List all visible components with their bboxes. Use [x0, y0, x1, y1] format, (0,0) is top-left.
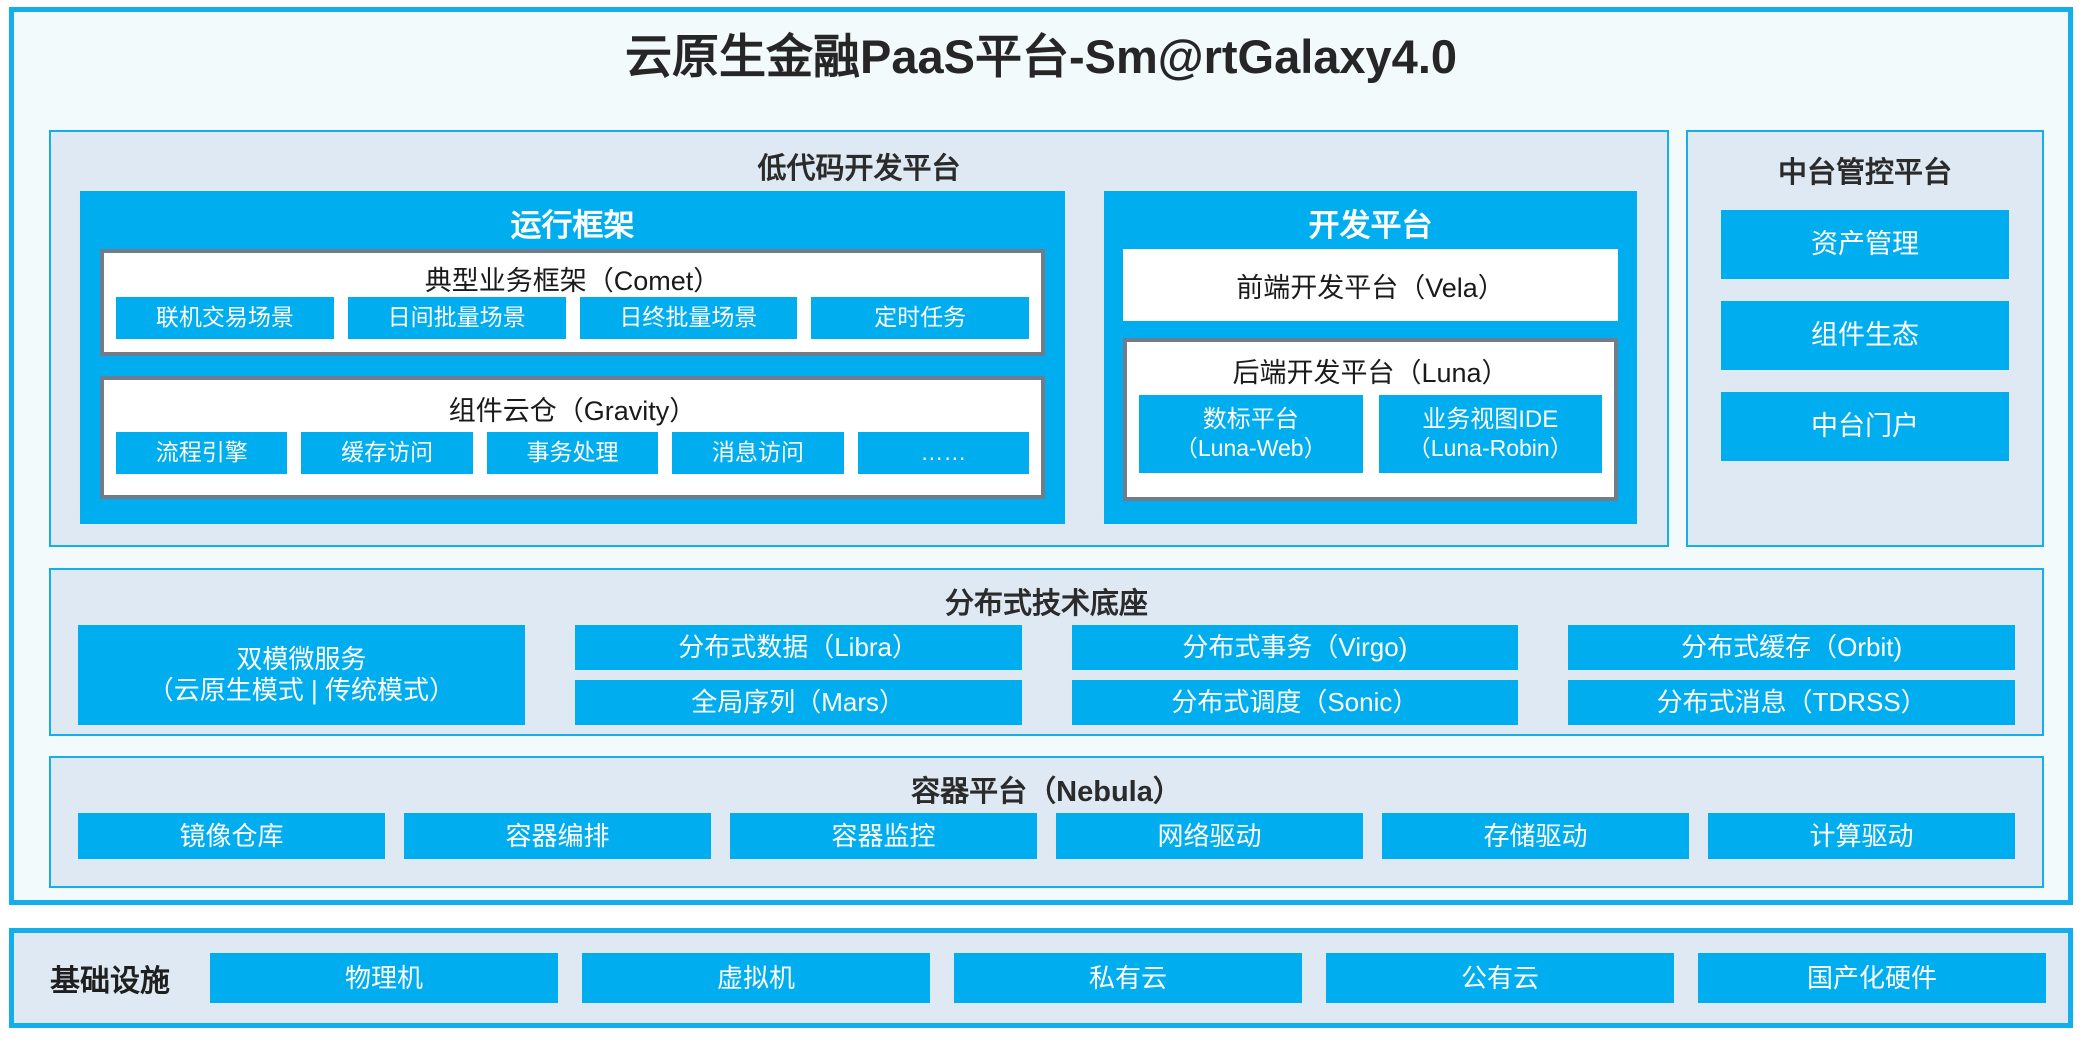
container-platform-panel: 容器平台（Nebula） 镜像仓库 容器编排 容器监控 网络驱动 存储驱动 计算…	[49, 756, 2044, 888]
infrastructure-item[interactable]: 私有云	[954, 953, 1302, 1003]
gravity-item[interactable]: 消息访问	[672, 432, 844, 474]
platform-card: 云原生金融PaaS平台-Sm@rtGalaxy4.0 低代码开发平台 运行框架 …	[9, 7, 2073, 905]
luna-title: 后端开发平台（Luna）	[1232, 358, 1509, 388]
lowcode-platform-panel: 低代码开发平台 运行框架 典型业务框架（Comet） 联机交易场景 日间批量场景…	[49, 130, 1669, 547]
dtb-item-libra[interactable]: 分布式数据（Libra）	[574, 625, 1022, 670]
comet-group: 典型业务框架（Comet） 联机交易场景 日间批量场景 日终批量场景 定时任务	[100, 249, 1045, 356]
luna-item-web[interactable]: 数标平台 （Luna-Web）	[1139, 395, 1363, 473]
gravity-item[interactable]: 流程引擎	[116, 432, 288, 474]
comet-item[interactable]: 联机交易场景	[116, 297, 334, 339]
dtb-item-tdrss[interactable]: 分布式消息（TDRSS）	[1568, 680, 2015, 725]
runtime-framework-box: 运行框架 典型业务框架（Comet） 联机交易场景 日间批量场景 日终批量场景 …	[80, 191, 1065, 524]
gravity-item[interactable]: 缓存访问	[301, 432, 473, 474]
gravity-group: 组件云仓（Gravity） 流程引擎 缓存访问 事务处理 消息访问 ……	[100, 376, 1045, 499]
infrastructure-panel: 基础设施 物理机 虚拟机 私有云 公有云 国产化硬件	[9, 928, 2073, 1028]
dtb-item-sonic[interactable]: 分布式调度（Sonic）	[1071, 680, 1519, 725]
comet-item-row: 联机交易场景 日间批量场景 日终批量场景 定时任务	[116, 297, 1029, 339]
mid-office-item[interactable]: 组件生态	[1721, 301, 2009, 370]
infrastructure-item-row: 物理机 虚拟机 私有云 公有云 国产化硬件	[210, 953, 2046, 1003]
dtb-column-microservice: 双模微服务 （云原生模式 | 传统模式）	[78, 625, 525, 725]
comet-item[interactable]: 定时任务	[811, 297, 1029, 339]
comet-title: 典型业务框架（Comet）	[424, 266, 721, 296]
container-item[interactable]: 网络驱动	[1056, 813, 1363, 859]
container-platform-item-row: 镜像仓库 容器编排 容器监控 网络驱动 存储驱动 计算驱动	[78, 813, 2015, 859]
dtb-column-data: 分布式数据（Libra） 全局序列（Mars）	[574, 625, 1022, 725]
vela-frontend-platform[interactable]: 前端开发平台（Vela）	[1123, 249, 1618, 321]
dtb-item-orbit[interactable]: 分布式缓存（Orbit)	[1568, 625, 2015, 670]
gravity-item[interactable]: 事务处理	[486, 432, 659, 474]
distributed-tech-base-title: 分布式技术底座	[944, 588, 1148, 620]
luna-item-name: 数标平台	[1202, 406, 1299, 434]
luna-item-sub: （Luna-Robin）	[1407, 434, 1573, 461]
container-platform-title: 容器平台（Nebula）	[911, 776, 1182, 808]
infrastructure-item[interactable]: 国产化硬件	[1698, 953, 2046, 1003]
gravity-item-ellipsis[interactable]: ……	[857, 432, 1030, 474]
mid-office-title: 中台管控平台	[1777, 157, 1952, 189]
mid-office-item-list: 资产管理 组件生态 中台门户	[1721, 210, 2009, 461]
development-platform-title: 开发平台	[1308, 208, 1433, 243]
distributed-tech-base-grid: 双模微服务 （云原生模式 | 传统模式） 分布式数据（Libra） 全局序列（M…	[78, 625, 2015, 725]
infrastructure-item[interactable]: 公有云	[1326, 953, 1674, 1003]
container-item[interactable]: 计算驱动	[1708, 813, 2015, 859]
comet-item[interactable]: 日终批量场景	[579, 297, 798, 339]
container-item[interactable]: 镜像仓库	[78, 813, 385, 859]
mid-office-control-panel: 中台管控平台 资产管理 组件生态 中台门户	[1686, 130, 2044, 547]
page-title: 云原生金融PaaS平台-Sm@rtGalaxy4.0	[624, 30, 1458, 83]
runtime-framework-title: 运行框架	[510, 208, 635, 243]
development-platform-box: 开发平台 前端开发平台（Vela） 后端开发平台（Luna） 数标平台 （Lun…	[1104, 191, 1637, 524]
container-item[interactable]: 容器监控	[730, 813, 1037, 859]
dtb-item-sub: （云原生模式 | 传统模式）	[147, 675, 455, 705]
mid-office-item[interactable]: 中台门户	[1721, 392, 2009, 461]
mid-office-item[interactable]: 资产管理	[1721, 210, 2009, 279]
dtb-item-mars[interactable]: 全局序列（Mars）	[574, 680, 1022, 725]
container-item[interactable]: 容器编排	[404, 813, 711, 859]
luna-item-robin[interactable]: 业务视图IDE （Luna-Robin）	[1378, 395, 1602, 473]
container-item[interactable]: 存储驱动	[1382, 813, 1689, 859]
comet-item[interactable]: 日间批量场景	[347, 297, 566, 339]
dtb-item-virgo[interactable]: 分布式事务（Virgo)	[1071, 625, 1519, 670]
luna-item-sub: （Luna-Web）	[1174, 434, 1327, 461]
distributed-tech-base-panel: 分布式技术底座 双模微服务 （云原生模式 | 传统模式） 分布式数据（Libra…	[49, 568, 2044, 736]
infrastructure-label: 基础设施	[50, 965, 170, 998]
lowcode-platform-title: 低代码开发平台	[757, 153, 961, 185]
luna-backend-group: 后端开发平台（Luna） 数标平台 （Luna-Web） 业务视图IDE （Lu…	[1123, 338, 1618, 501]
dtb-column-transaction: 分布式事务（Virgo) 分布式调度（Sonic）	[1071, 625, 1519, 725]
luna-item-row: 数标平台 （Luna-Web） 业务视图IDE （Luna-Robin）	[1139, 395, 1602, 473]
infrastructure-item[interactable]: 物理机	[210, 953, 558, 1003]
gravity-title: 组件云仓（Gravity）	[448, 396, 697, 426]
dtb-column-cache: 分布式缓存（Orbit) 分布式消息（TDRSS）	[1568, 625, 2015, 725]
luna-item-name: 业务视图IDE	[1422, 406, 1559, 434]
dtb-item-dual-mode-microservice[interactable]: 双模微服务 （云原生模式 | 传统模式）	[78, 625, 525, 725]
infrastructure-item[interactable]: 虚拟机	[582, 953, 930, 1003]
dtb-item-name: 双模微服务	[236, 644, 367, 675]
gravity-item-row: 流程引擎 缓存访问 事务处理 消息访问 ……	[116, 432, 1030, 474]
